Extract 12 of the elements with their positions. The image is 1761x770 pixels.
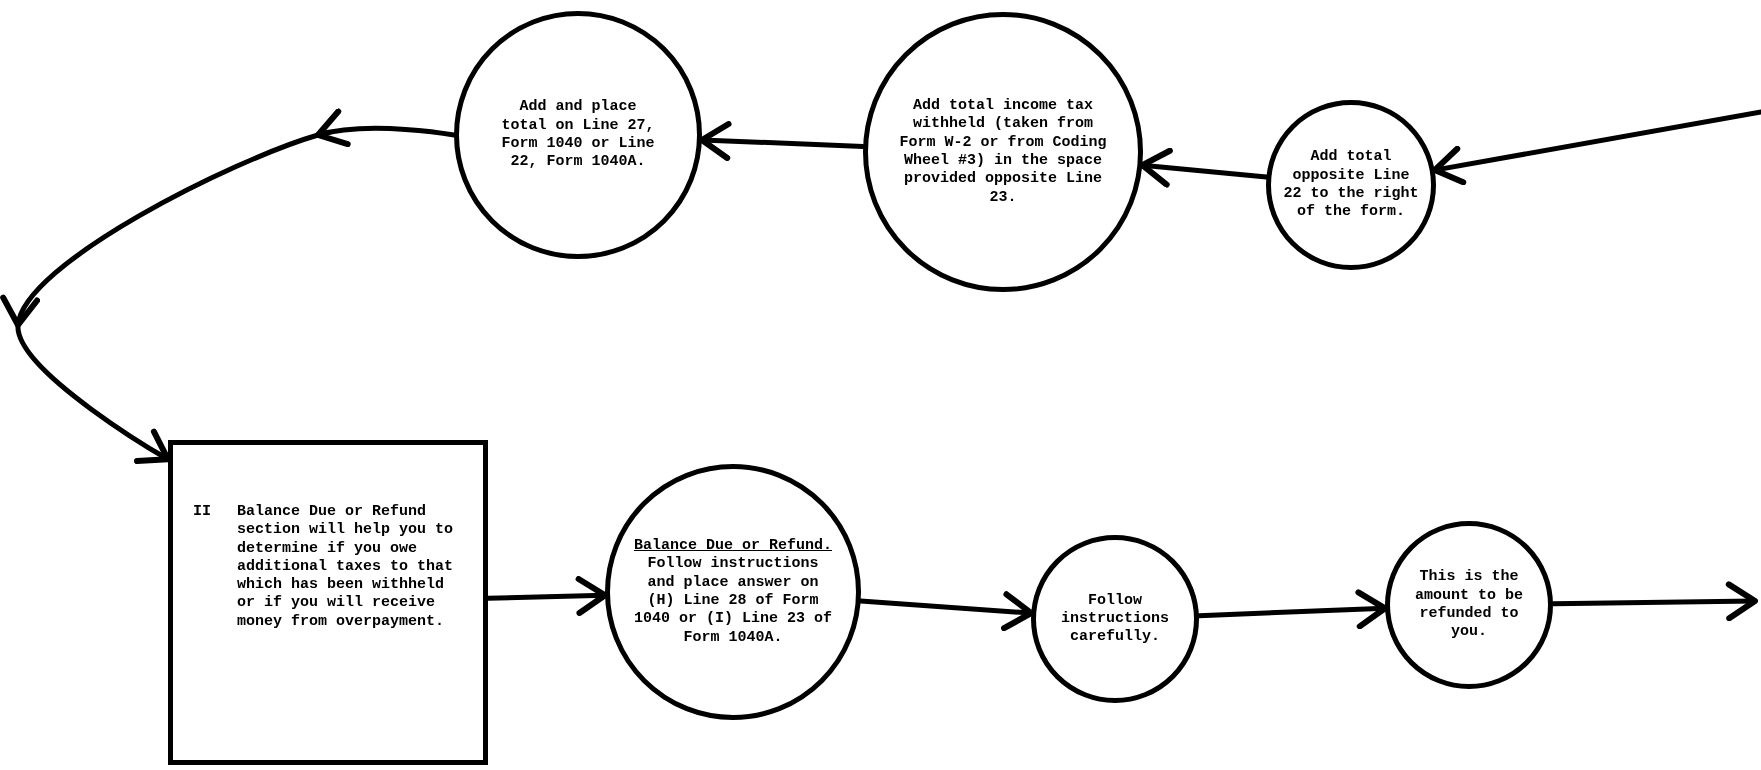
arrow	[1431, 109, 1761, 186]
process-box	[168, 440, 488, 765]
node-text: Add total income tax withheld (taken from Form W-2 or from Coding Wheel #3) in the space provided opposite Line 23.	[898, 97, 1108, 207]
node-text: This is the amount to be refunded to you.	[1414, 568, 1524, 642]
node-text: Follow instructions and place answer on (H) Line 28 of Form 1040 or (I) Line 23 of Form 1040A.	[633, 555, 833, 647]
node-text: Add total opposite Line 22 to the right of the form.	[1282, 148, 1420, 222]
arrow	[1139, 147, 1269, 188]
node-text: Follow instructions carefully.	[1060, 591, 1170, 647]
node-text: Add and place total on Line 27, Form 1040 or Line 22, Form 1040A.	[500, 98, 656, 172]
node-text: Balance Due or Refund section will help you to determine if you owe additional taxes to that which has been withheld or if you will receive money from overpayment.	[237, 503, 455, 632]
node-heading: Balance Due or Refund.	[633, 537, 833, 556]
section-number: II	[193, 503, 212, 522]
